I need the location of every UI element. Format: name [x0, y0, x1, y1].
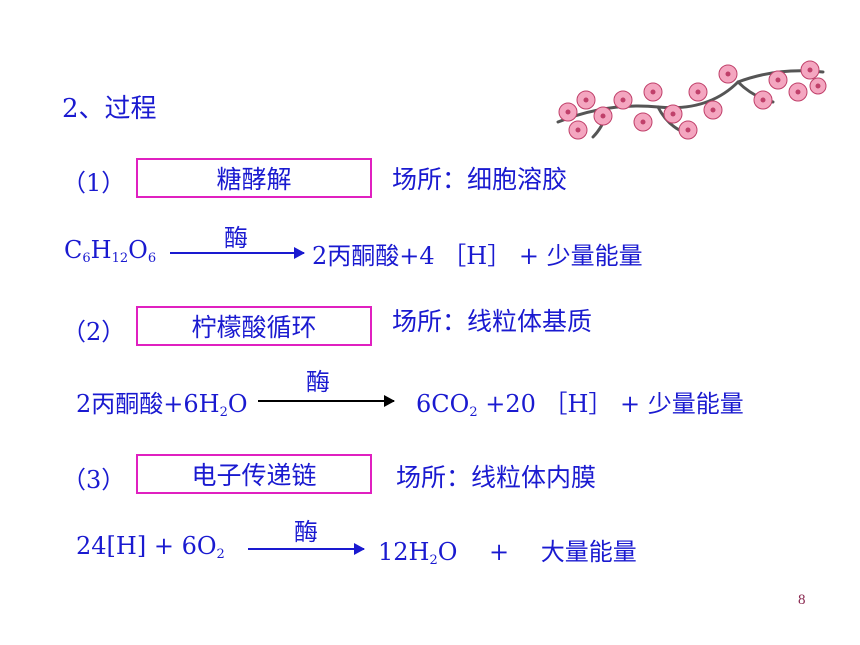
- step-2-products: 6CO2 +20 ［H］ + 少量能量: [416, 390, 744, 420]
- step-1-products: 2丙酮酸+4 ［H］ + 少量能量: [312, 242, 643, 270]
- step-2-box-label: 柠檬酸循环: [191, 313, 317, 342]
- step-2-reactants: 2丙酮酸+6H2O: [76, 390, 248, 420]
- step-2-location: 场所：线粒体基质: [392, 307, 593, 336]
- page-number: 8: [798, 592, 806, 608]
- step-1-box-label: 糖酵解: [216, 165, 292, 194]
- step-3-reactants: 24[H] + 6O2: [76, 532, 225, 562]
- step-1-box: 糖酵解: [136, 158, 372, 198]
- step-3-location: 场所：线粒体内膜: [396, 463, 597, 492]
- step-2-reaction-arrow: [258, 395, 395, 407]
- step-3-reaction-arrow: [248, 543, 365, 555]
- step-1-enzyme-label: 酶: [224, 224, 248, 252]
- step-1-reaction-arrow: [170, 247, 305, 259]
- step-3-box-label: 电子传递链: [191, 461, 317, 490]
- step-3-box: 电子传递链: [136, 454, 372, 494]
- step-3-number: （3）: [62, 466, 126, 494]
- step-2-enzyme-label: 酶: [306, 368, 330, 396]
- section-heading: 2、过程: [62, 94, 157, 124]
- step-1-reactant: C6H12O6: [64, 236, 157, 266]
- step-3-enzyme-label: 酶: [294, 518, 318, 546]
- step-2-box: 柠檬酸循环: [136, 306, 372, 346]
- step-1-number: （1）: [62, 169, 126, 197]
- step-2-number: （2）: [62, 318, 126, 346]
- step-3-products: 12H2O + 大量能量: [378, 538, 637, 568]
- step-1-location: 场所：细胞溶胶: [392, 165, 568, 194]
- plum-blossom-branch-icon: [556, 60, 827, 140]
